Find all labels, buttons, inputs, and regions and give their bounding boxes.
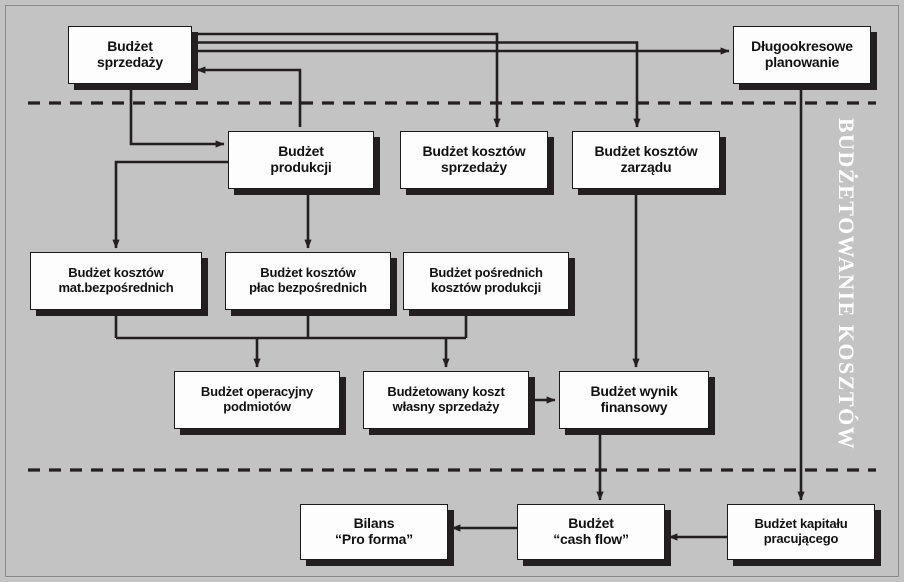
node-label-line2: sprzedaży — [441, 159, 507, 175]
node-label-line2: własny sprzedaży — [392, 399, 500, 414]
node-label-line2: “cash flow” — [553, 531, 629, 547]
node-label-line1: Bilans — [353, 515, 395, 532]
node-label-line2: planowanie — [764, 54, 840, 70]
node-label-line2: “Pro forma” — [335, 531, 413, 547]
node-label-line1: Budżet — [278, 143, 324, 160]
node-label-line2: kosztów produkcji — [430, 280, 541, 295]
node-label-line2: podmiotów — [223, 399, 291, 414]
node-label-line2: mat.bezpośrednich — [58, 280, 174, 295]
node-label-line2: pracującego — [763, 531, 839, 546]
node-label-line2: finansowy — [600, 399, 668, 415]
node-label-line1: Budżet operacyjny — [200, 384, 314, 400]
node-label-line1: Budżet kapitału — [754, 516, 848, 532]
node-cashflow: Budżet“cash flow” — [517, 504, 665, 560]
node-label-line2: sprzedaży — [97, 54, 163, 70]
node-label-line2: produkcji — [270, 159, 332, 175]
node-label-line2: płac bezpośrednich — [249, 280, 367, 295]
node-label-line1: Budżet kosztów — [594, 143, 698, 160]
node-label-line1: Długookresowe — [751, 38, 853, 55]
node-label-line1: Budżetowany koszt — [387, 384, 505, 400]
node-label-line2: zarządu — [620, 159, 672, 175]
node-label-line1: Budżet pośrednich — [429, 265, 543, 281]
vertical-section-label: BUDŻETOWANIE KOSZTÓW — [834, 118, 859, 451]
node-label-line1: Budżet — [107, 38, 153, 55]
node-label-line1: Budżet kosztów — [68, 265, 164, 281]
node-label-line1: Budżet kosztów — [260, 265, 356, 281]
node-label-line1: Budżet kosztów — [422, 143, 526, 160]
node-bilans: Bilans“Pro forma” — [300, 504, 448, 560]
node-label-line1: Budżet wynik — [590, 383, 678, 400]
node-label-line1: Budżet — [568, 515, 614, 532]
